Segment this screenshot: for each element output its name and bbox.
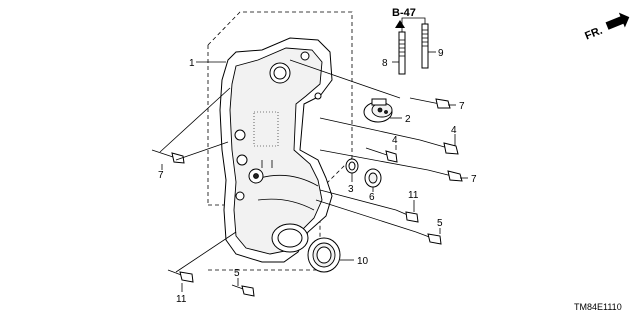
callouts: 1 2 3 4 4 5 5 6 7 7 7 8 9 10 11 11: [158, 48, 477, 305]
drawing-code: TM84E1110: [574, 302, 622, 312]
callout-3: 3: [348, 184, 354, 195]
callout-4-right: 4: [451, 125, 457, 136]
front-direction-indicator: FR.: [583, 12, 630, 43]
callout-6: 6: [369, 192, 375, 203]
reference-b47: B-47: [392, 7, 416, 28]
leader-lines: [159, 51, 468, 292]
callout-4-mid: 4: [392, 135, 398, 146]
callout-1: 1: [189, 58, 195, 69]
seal-part-6: [364, 168, 382, 188]
o-ring-part-3: [345, 158, 359, 174]
callout-8: 8: [382, 58, 388, 69]
front-direction-label: FR.: [583, 25, 604, 43]
stud-bolts-8-9: [398, 17, 429, 75]
callout-7-upper: 7: [459, 101, 465, 112]
callout-7-mid: 7: [471, 174, 477, 185]
reference-label: B-47: [392, 7, 416, 19]
bolts: [151, 97, 463, 297]
callout-10: 10: [357, 256, 369, 267]
chain-case-cover: [219, 37, 333, 263]
callout-11-bottom: 11: [176, 294, 187, 305]
callout-7-left: 7: [158, 170, 164, 181]
callout-2: 2: [405, 114, 411, 125]
callout-5-right: 5: [437, 218, 443, 229]
callout-11-right: 11: [408, 190, 419, 201]
callout-9: 9: [438, 48, 444, 59]
cap-part-2: [363, 98, 393, 123]
oil-seal-part-10: [307, 237, 341, 273]
callout-5-bottom: 5: [234, 268, 240, 279]
